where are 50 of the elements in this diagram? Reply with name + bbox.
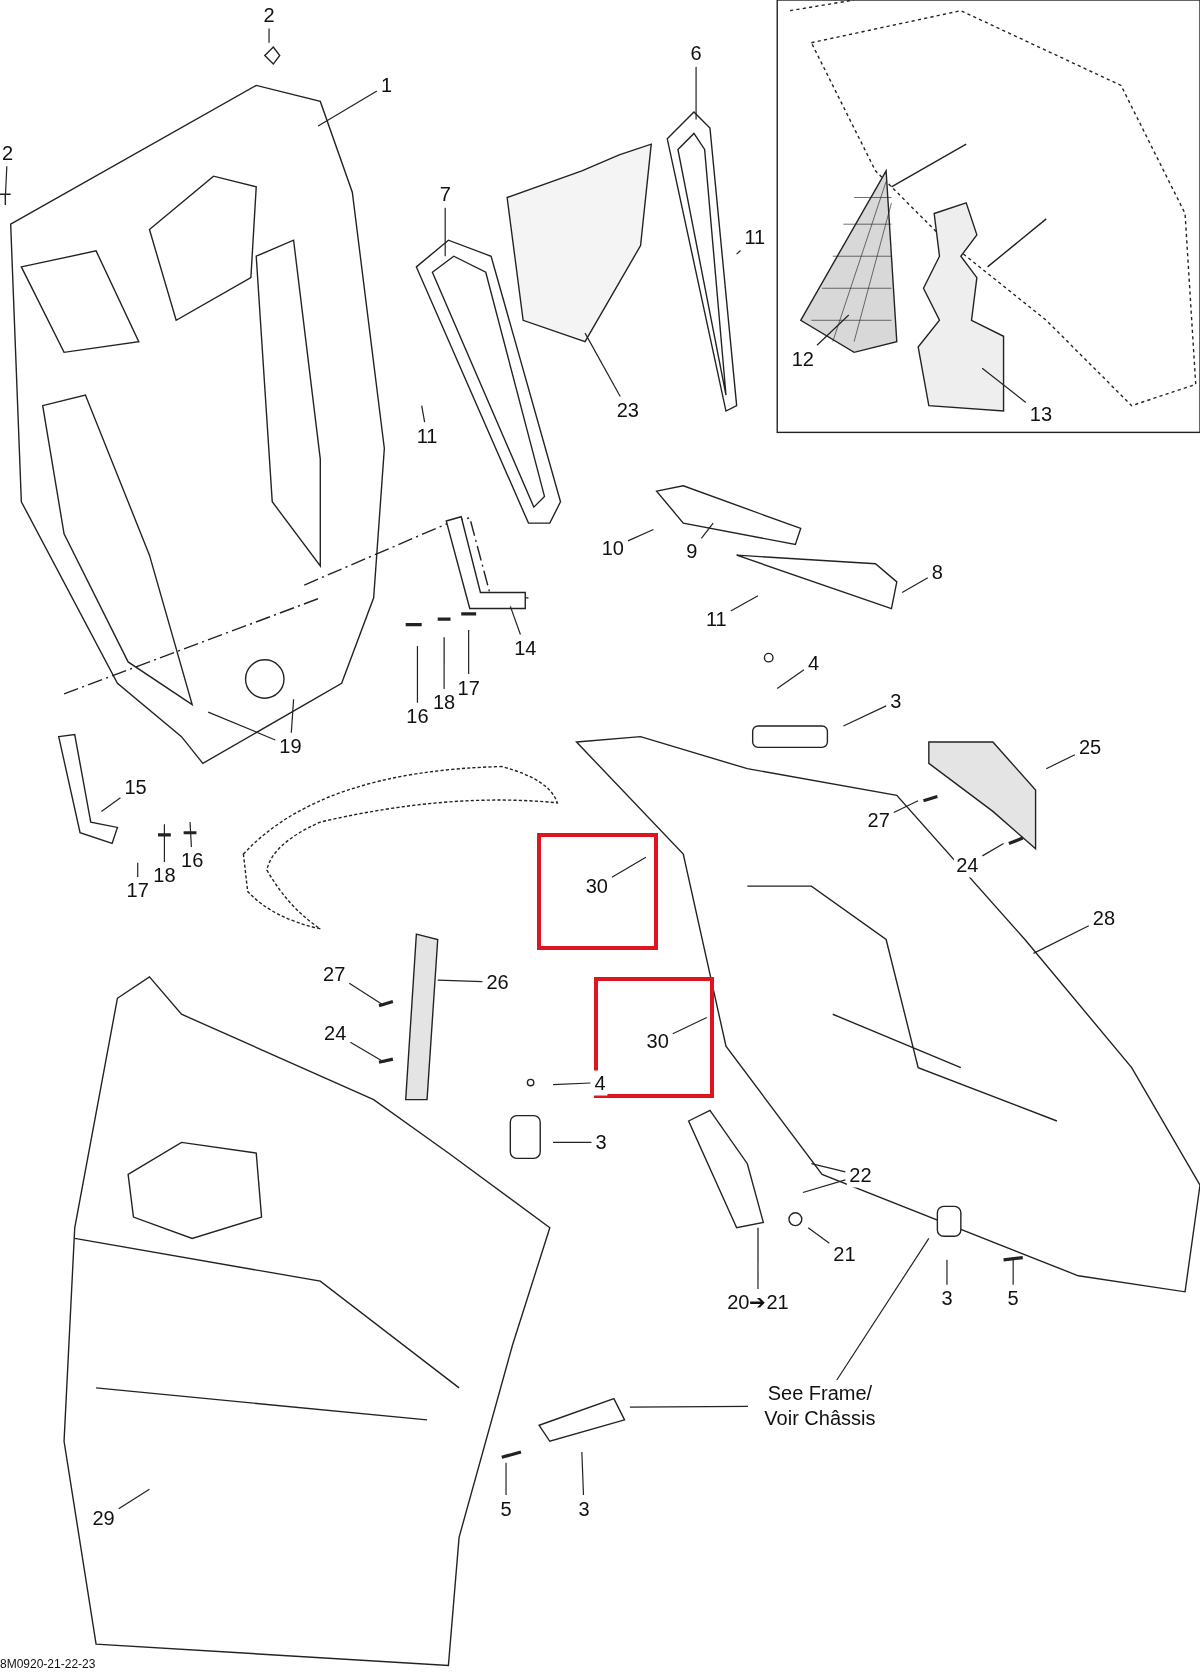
- leader-line: [421, 405, 426, 423]
- leader-line: [611, 856, 647, 878]
- leader-line: [444, 207, 446, 257]
- leader-line: [468, 629, 470, 675]
- leader-line: [627, 528, 654, 542]
- leader-line: [893, 800, 919, 814]
- leader-line: [695, 66, 697, 121]
- leader-line: [349, 1041, 385, 1063]
- leader-line: [672, 1016, 708, 1035]
- leader-line: [1045, 754, 1076, 770]
- leader-line: [810, 1163, 846, 1173]
- leader-line: [552, 1082, 592, 1086]
- leader-line: [137, 862, 139, 878]
- leader-line: [901, 577, 929, 594]
- callout-number: 4: [592, 1070, 608, 1096]
- leader-line: [981, 842, 1005, 857]
- leader-line: [700, 522, 714, 540]
- leader-line: [807, 1227, 830, 1244]
- leader-line: [552, 1141, 593, 1143]
- leader-line: [816, 314, 850, 346]
- leader-line: [757, 1227, 759, 1290]
- leader-line: [981, 367, 1027, 403]
- leader-line: [268, 27, 270, 44]
- drawing-code: 8M0920-21-22-23: [0, 1658, 96, 1670]
- leader-line: [437, 979, 483, 983]
- leader-line: [1012, 1257, 1014, 1286]
- leader-line: [100, 797, 122, 812]
- leader-line: [189, 821, 192, 848]
- leader-line: [4, 165, 8, 199]
- leader-line: [1032, 925, 1090, 954]
- leader-line: [505, 1462, 507, 1496]
- leader-line: [842, 705, 887, 727]
- leader-line: [584, 332, 621, 398]
- leader-line: [629, 1405, 749, 1408]
- leader-line: [118, 1488, 151, 1510]
- leader-line: [443, 636, 445, 690]
- leader-line: [730, 595, 759, 612]
- leader-line: [317, 90, 378, 127]
- leader-line: [776, 669, 805, 690]
- leader-line: [736, 249, 742, 255]
- leader-line: [207, 711, 276, 741]
- leader-line: [416, 645, 419, 704]
- leader-line: [802, 1179, 846, 1194]
- leader-line: [348, 982, 385, 1007]
- leader-line: [946, 1259, 948, 1286]
- leader-line: [836, 1237, 930, 1381]
- leader-line: [509, 605, 521, 636]
- leader-line: [290, 698, 295, 734]
- leader-line: [163, 823, 165, 863]
- leader-line: [581, 1451, 585, 1496]
